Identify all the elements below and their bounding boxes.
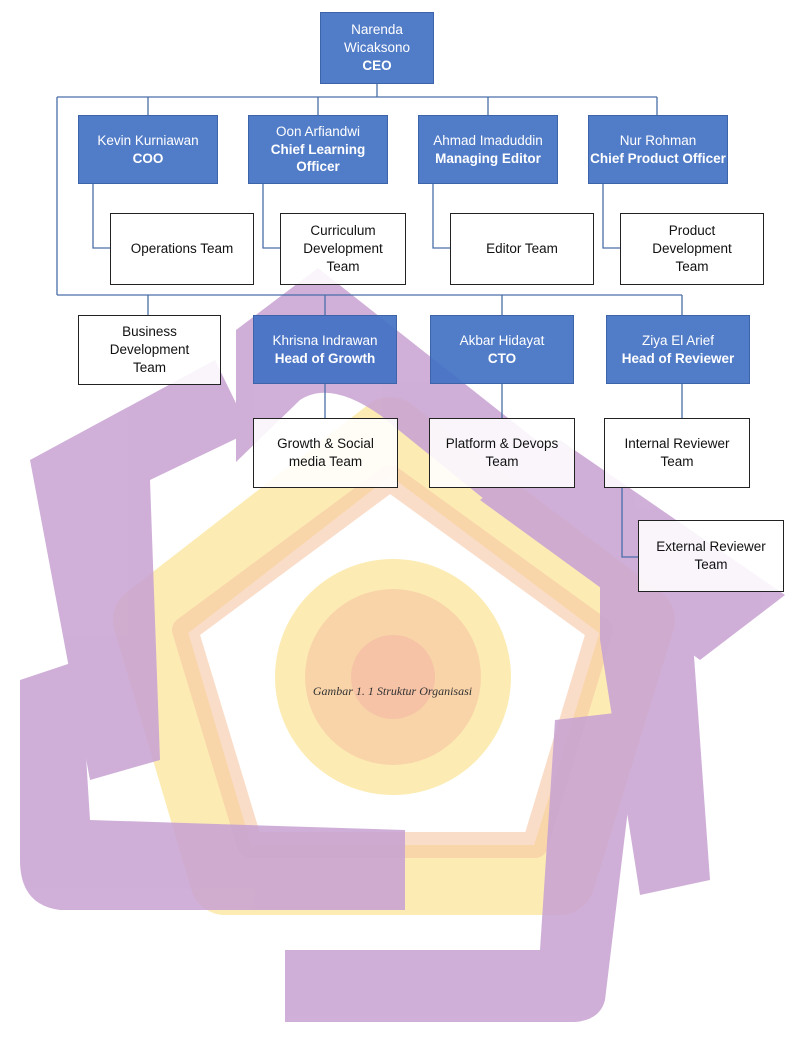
figure-caption: Gambar 1. 1 Struktur Organisasi — [312, 684, 473, 698]
watermark-center — [275, 559, 511, 795]
operations-team-box: Operations Team — [110, 213, 254, 285]
clo-role: Chief Learning Officer — [270, 141, 366, 175]
clo-box: Oon Arfiandwi Chief Learning Officer — [248, 115, 388, 184]
head-of-reviewer-name: Ziya El Arief — [641, 332, 715, 348]
internal-reviewer-team-box: Internal Reviewer Team — [604, 418, 750, 488]
editor-team-label: Editor Team — [486, 241, 558, 257]
managing-editor-name: Ahmad Imaduddin — [433, 132, 543, 148]
curriculum-team-label: Curriculum Development Team — [303, 223, 383, 274]
internal-reviewer-team-label: Internal Reviewer Team — [624, 436, 730, 469]
growth-social-team-label: Growth & Social media Team — [277, 436, 374, 469]
managing-editor-box: Ahmad Imaduddin Managing Editor — [418, 115, 558, 184]
platform-team-label: Platform & Devops Team — [445, 436, 559, 469]
curriculum-team-box: Curriculum Development Team — [280, 213, 406, 285]
head-of-growth-box: Khrisna Indrawan Head of Growth — [253, 315, 397, 384]
operations-team-label: Operations Team — [130, 241, 234, 257]
coo-box: Kevin Kurniawan COO — [78, 115, 218, 184]
coo-role: COO — [132, 150, 164, 166]
cpo-box: Nur Rohman Chief Product Officer — [588, 115, 728, 184]
ceo-name: Narenda Wicaksono — [343, 22, 411, 56]
product-team-box: Product Development Team — [620, 213, 764, 285]
product-team-label: Product Development Team — [652, 223, 732, 274]
cto-name: Akbar Hidayat — [459, 332, 545, 348]
editor-team-box: Editor Team — [450, 213, 594, 285]
head-of-growth-name: Khrisna Indrawan — [272, 332, 378, 348]
growth-social-team-box: Growth & Social media Team — [253, 418, 398, 488]
cto-role: CTO — [487, 350, 517, 366]
cpo-role: Chief Product Officer — [590, 150, 726, 166]
external-reviewer-team-label: External Reviewer Team — [656, 539, 766, 572]
head-of-reviewer-box: Ziya El Arief Head of Reviewer — [606, 315, 750, 384]
head-of-growth-role: Head of Growth — [274, 350, 376, 366]
clo-name: Oon Arfiandwi — [275, 123, 361, 139]
external-reviewer-team-box: External Reviewer Team — [638, 520, 784, 592]
cpo-name: Nur Rohman — [619, 132, 697, 148]
coo-name: Kevin Kurniawan — [97, 132, 199, 148]
business-team-box: Business Development Team — [78, 315, 221, 385]
business-team-label: Business Development Team — [109, 324, 190, 375]
managing-editor-role: Managing Editor — [435, 150, 541, 166]
platform-team-box: Platform & Devops Team — [429, 418, 575, 488]
ceo-role: CEO — [362, 57, 392, 73]
cto-box: Akbar Hidayat CTO — [430, 315, 574, 384]
head-of-reviewer-role: Head of Reviewer — [621, 350, 735, 366]
ceo-box: Narenda Wicaksono CEO — [320, 12, 434, 84]
